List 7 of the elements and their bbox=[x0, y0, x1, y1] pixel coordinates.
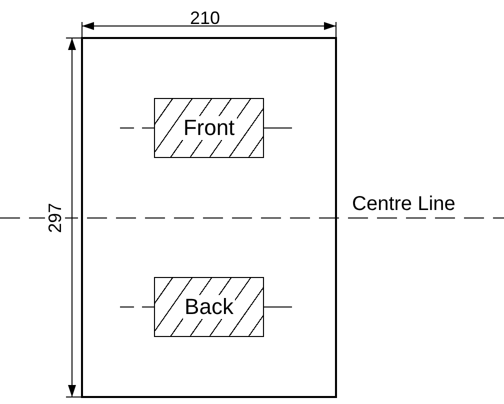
hatched-box bbox=[154, 277, 264, 337]
box-label: Back bbox=[182, 295, 236, 319]
dimension-value: 297 bbox=[45, 202, 66, 234]
centre-line-label: Centre Line bbox=[352, 194, 456, 214]
dimension-value: 210 bbox=[190, 8, 220, 28]
hatched-box bbox=[154, 98, 264, 158]
box-label: Front bbox=[181, 116, 237, 140]
